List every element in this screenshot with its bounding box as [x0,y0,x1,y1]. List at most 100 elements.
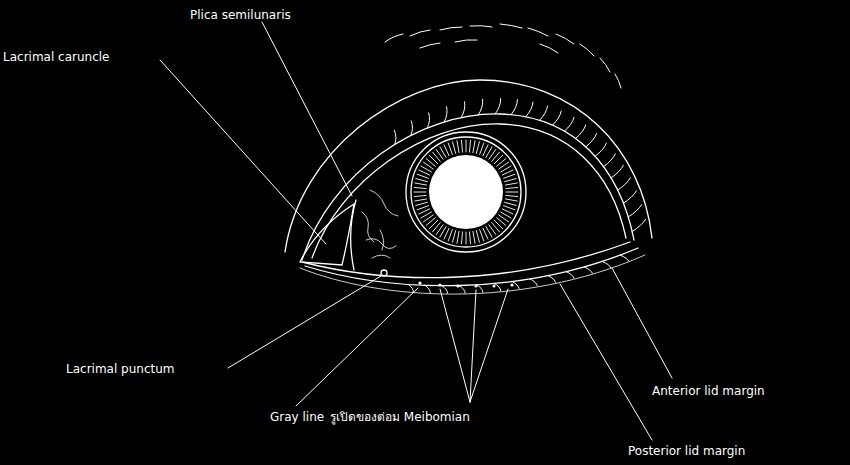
eyelash [576,125,586,139]
eyelash [394,130,396,144]
iris-ray [417,206,428,210]
eyelash [478,99,483,115]
iris-ray [486,227,492,237]
eyelash [595,143,606,156]
iris-ray [453,231,456,243]
eyelash [604,154,616,167]
iris-ray [476,231,479,243]
iris-ray [444,228,449,239]
iris-ray [501,166,511,172]
iris-ray [416,179,428,182]
eyelash [632,219,646,231]
part-label: รูเปิดของต่อม Meibomian [330,410,470,424]
eyelash [427,113,429,128]
iris-ray [505,199,517,201]
iris-ray [505,202,517,205]
iris-inner-ring [411,137,521,247]
leader-lines [160,22,672,440]
eyelash [623,191,636,203]
lacrimal-caruncle [300,204,354,265]
eyelash [564,117,574,131]
eyelash [620,255,629,261]
iris-ray [505,179,517,182]
iris-ray [469,232,470,244]
iris-ray [414,195,426,196]
eyelash [526,102,533,117]
part-label: Lacrimal punctum [66,362,175,376]
upper-lid-margin [302,114,634,260]
part-label: Gray line [270,410,324,424]
eyelash [530,279,537,286]
eyelash [477,285,483,292]
eyelash [495,99,500,114]
lid-fold [285,80,652,252]
iris-ray [483,228,488,239]
plica-semilunaris [350,200,356,270]
iris-ray [448,143,452,154]
iris-ray [457,231,459,243]
iris-ray [469,140,470,152]
iris-outline [406,132,526,252]
eyelash [586,134,597,147]
iris-ray [416,202,428,205]
eyelash [512,281,519,288]
iris-ray [476,142,479,154]
upper-lid-margin-inner [312,124,626,258]
iris-ray [414,187,426,188]
iris-ray [419,170,430,175]
part-label: Anterior lid margin [652,384,765,398]
iris-ray [506,187,518,188]
eyelash [548,276,556,283]
iris-ray [502,209,513,214]
part-label: Lacrimal caruncle [3,50,110,64]
part-label: Plica semilunaris [190,8,291,22]
lacrimal-punctum [381,270,387,276]
iris-ray [473,231,475,243]
eyelash [552,111,561,125]
eyelash [566,272,574,279]
pupil [429,155,503,229]
eyelashes [394,99,645,294]
iris-ray [504,174,515,178]
iris-pattern [414,140,518,244]
eyelash [459,286,465,294]
eyelash [408,284,413,292]
iris-ray [466,232,467,244]
iris-ray [419,209,430,214]
iris-ray [414,192,426,193]
eyelash [411,121,413,136]
iris-ray [448,230,452,241]
eyelash [444,107,447,122]
iris-ray [483,145,488,156]
iris-ray [415,199,427,201]
iris-ray [473,141,475,153]
iris-ray [505,183,517,185]
brow-hairs [385,24,621,88]
iris-ray [461,140,462,152]
iris-ray [504,206,515,210]
iris-ray [415,183,427,185]
iris-ray [506,195,518,196]
eyelash [602,261,610,267]
iris-ray [444,145,449,156]
eyelash [611,165,623,178]
iris-ray [453,142,456,154]
eyelash [511,100,517,115]
iris-ray [502,170,513,175]
iris-ray [506,192,518,193]
iris-ray [421,212,431,218]
conjunctival-vessels [362,190,398,258]
eyelash [442,286,448,294]
eyelash [461,102,465,118]
iris-ray [457,141,459,153]
part-label: Posterior lid margin [628,444,745,458]
iris-ray [480,143,484,154]
iris-ray [466,140,467,152]
eyelash [628,205,641,217]
iris-ray [440,147,446,157]
eyelash [425,285,430,293]
lower-lid-anterior [305,248,638,286]
eyelash [584,267,592,273]
iris-ray [417,174,428,178]
